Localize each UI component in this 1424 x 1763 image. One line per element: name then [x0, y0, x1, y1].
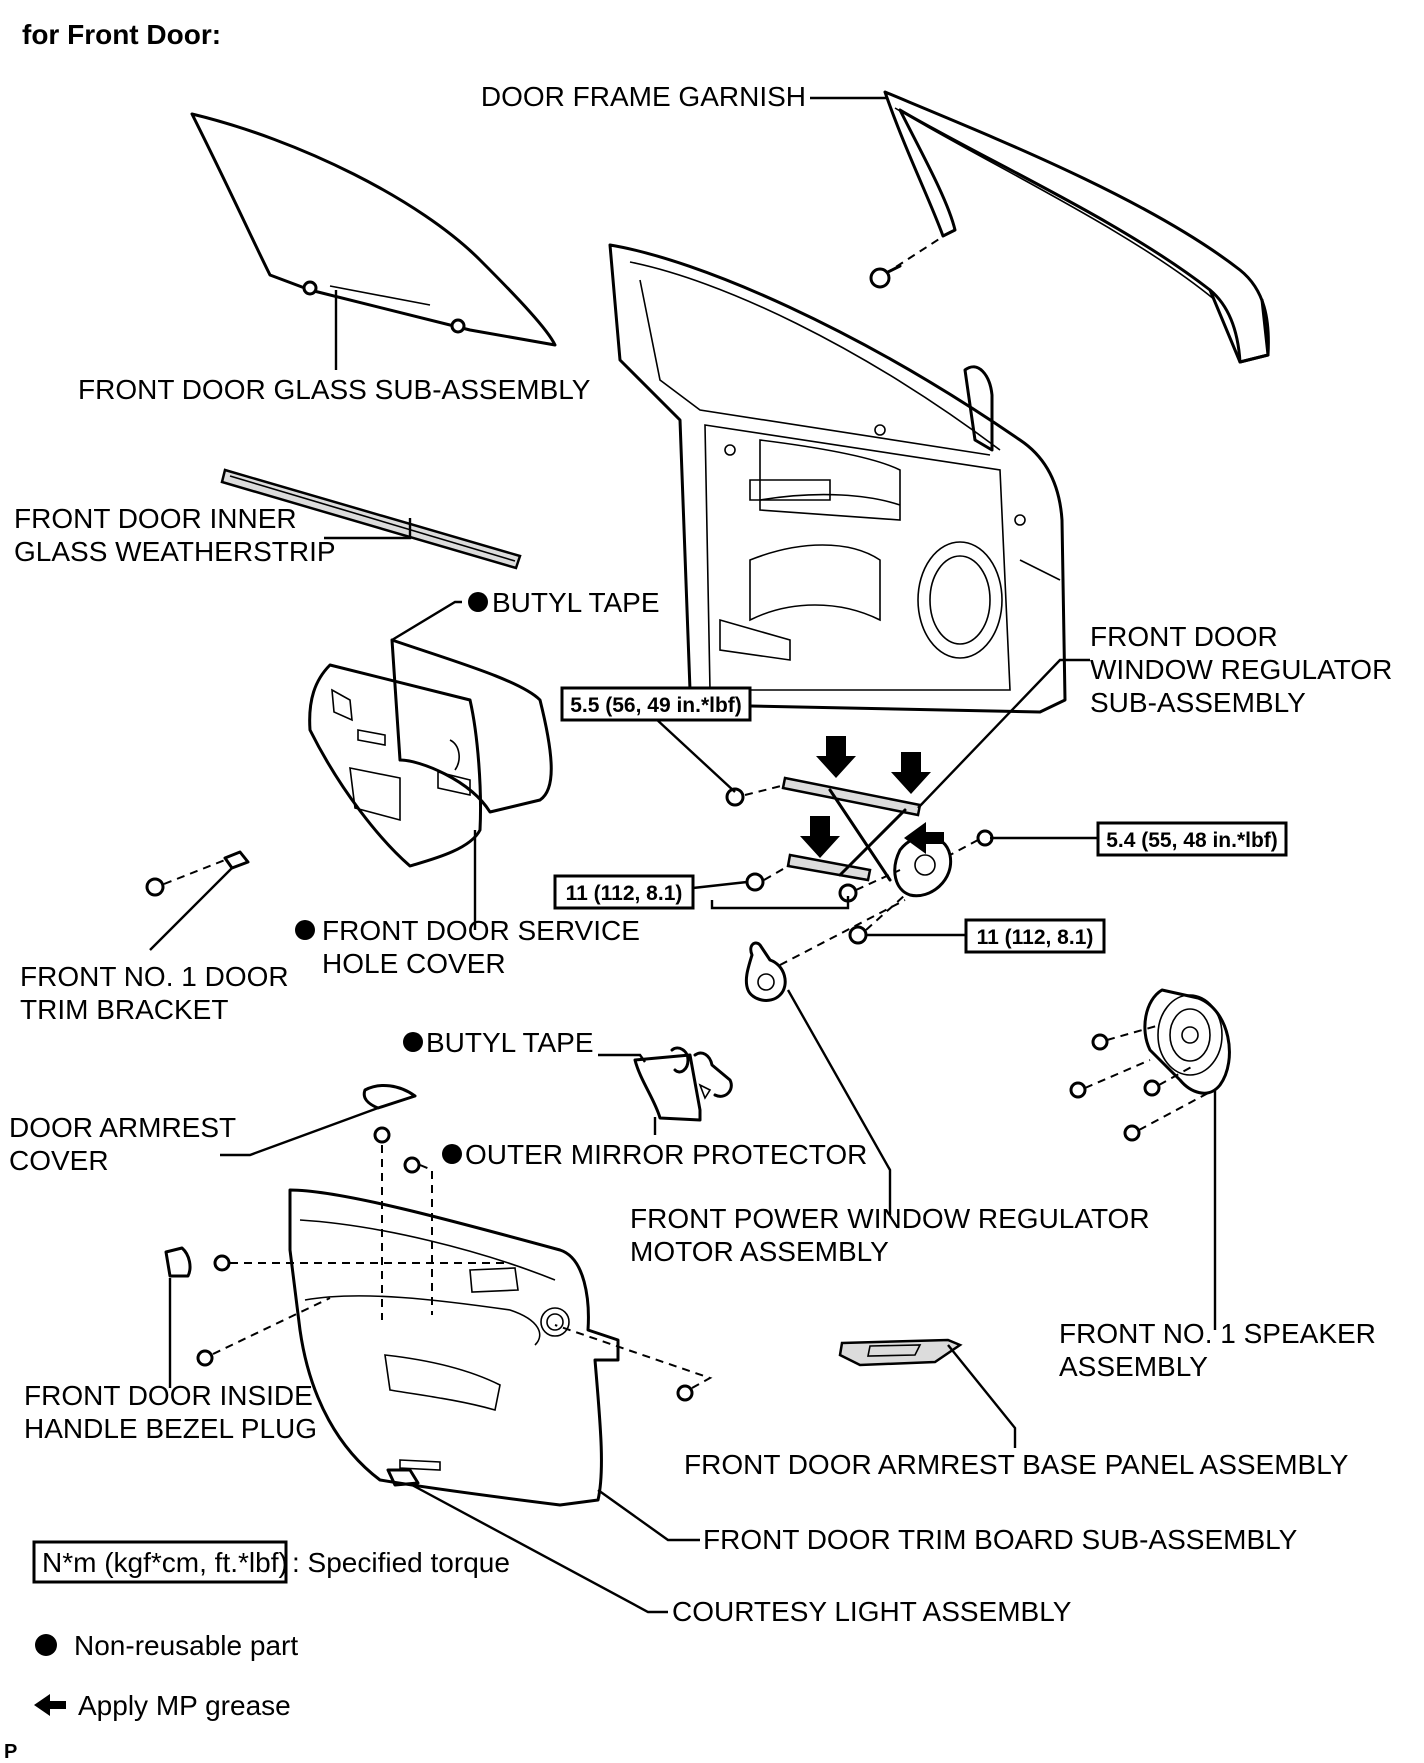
torque-spec-t1: 5.5 (56, 49 in.*lbf)	[560, 686, 752, 722]
label-trim-bracket-line1: FRONT NO. 1 DOOR	[20, 961, 289, 992]
window-regulator-part	[781, 776, 953, 898]
label-service-cover-line1: FRONT DOOR SERVICE	[322, 915, 640, 946]
label-butyl-tape-top: BUTYL TAPE	[492, 587, 660, 618]
courtesy-light-part	[386, 1468, 420, 1487]
label-regulator-line2: WINDOW REGULATOR	[1090, 654, 1392, 685]
label-butyl-tape-mid: BUTYL TAPE	[426, 1027, 594, 1058]
label-armrest-cover-line1: DOOR ARMREST	[9, 1112, 236, 1143]
svg-text:5.4 (55, 48 in.*lbf): 5.4 (55, 48 in.*lbf)	[1106, 829, 1278, 852]
inner-glass-weatherstrip-part	[220, 468, 522, 570]
screw-icon	[676, 1384, 694, 1402]
screw-icon	[213, 1254, 231, 1272]
bolt-icon	[745, 872, 765, 892]
nonreusable-dot-icon	[403, 1032, 423, 1052]
door-frame-garnish-part	[883, 90, 1270, 364]
svg-text:11 (112, 8.1): 11 (112, 8.1)	[566, 882, 683, 905]
label-regulator-line3: SUB-ASSEMBLY	[1090, 687, 1306, 718]
label-mirror-protector: OUTER MIRROR PROTECTOR	[465, 1139, 867, 1170]
legend-nonreusable-text: Non-reusable part	[74, 1630, 298, 1661]
grease-arrow-icon	[891, 752, 931, 794]
torque-spec-t3: 11 (112, 8.1)	[553, 874, 695, 910]
label-inner-weatherstrip-line1: FRONT DOOR INNER	[14, 503, 297, 534]
clip-icon	[403, 1156, 421, 1174]
legend-torque-units: N*m (kgf*cm, ft.*lbf)	[42, 1547, 288, 1578]
corner-mark: P	[4, 1741, 17, 1763]
outer-mirror-protector-part	[633, 1046, 733, 1122]
screw-icon	[1143, 1079, 1161, 1097]
legend-torque-box	[32, 1540, 288, 1584]
label-courtesy-light: COURTESY LIGHT ASSEMBLY	[672, 1596, 1072, 1627]
diagram-heading: for Front Door:	[22, 19, 221, 50]
screw-icon	[1123, 1124, 1141, 1142]
label-motor-line1: FRONT POWER WINDOW REGULATOR	[630, 1203, 1150, 1234]
label-speaker-line1: FRONT NO. 1 SPEAKER	[1059, 1318, 1376, 1349]
label-bezel-plug-line1: FRONT DOOR INSIDE	[24, 1380, 313, 1411]
bolt-icon	[976, 829, 994, 847]
label-speaker-line2: ASSEMBLY	[1059, 1351, 1208, 1382]
label-armrest-cover-line2: COVER	[9, 1145, 109, 1176]
grease-arrow-icon	[816, 736, 856, 778]
label-door-frame-garnish: DOOR FRAME GARNISH	[481, 81, 806, 112]
screw-icon	[1091, 1033, 1109, 1051]
inside-handle-bezel-plug-part	[164, 1246, 192, 1278]
armrest-base-panel-part	[838, 1338, 963, 1367]
legend-grease-text: Apply MP grease	[78, 1690, 291, 1721]
front-door-glass-part	[190, 112, 557, 347]
label-inner-weatherstrip-line2: GLASS WEATHERSTRIP	[14, 536, 336, 567]
label-front-door-glass: FRONT DOOR GLASS SUB-ASSEMBLY	[78, 374, 591, 405]
trim-bracket-part	[145, 850, 250, 897]
svg-text:5.5 (56, 49 in.*lbf): 5.5 (56, 49 in.*lbf)	[570, 694, 742, 717]
label-trim-board: FRONT DOOR TRIM BOARD SUB-ASSEMBLY	[703, 1524, 1298, 1555]
torque-spec-t4: 11 (112, 8.1)	[964, 918, 1106, 954]
label-trim-bracket-line2: TRIM BRACKET	[20, 994, 228, 1025]
nonreusable-dot-icon	[468, 592, 488, 612]
label-service-cover-line2: HOLE COVER	[322, 948, 506, 979]
nonreusable-dot-icon	[442, 1144, 462, 1164]
front-door-panel-part	[608, 243, 1067, 714]
grease-arrow-icon	[800, 816, 840, 858]
screw-icon	[196, 1349, 214, 1367]
clip-icon	[869, 264, 902, 289]
torque-spec-t2: 5.4 (55, 48 in.*lbf)	[1096, 821, 1288, 857]
window-motor-part	[744, 941, 787, 1002]
armrest-cover-part	[362, 1083, 417, 1110]
svg-text:11 (112, 8.1): 11 (112, 8.1)	[977, 926, 1094, 949]
nonreusable-dot-icon	[295, 920, 315, 940]
screw-icon	[373, 1126, 391, 1144]
legend-torque-text: : Specified torque	[292, 1547, 510, 1578]
grease-arrow-icon	[34, 1694, 66, 1716]
screw-icon	[1069, 1081, 1087, 1099]
label-motor-line2: MOTOR ASSEMBLY	[630, 1236, 889, 1267]
legend: N*m (kgf*cm, ft.*lbf) : Specified torque…	[32, 1540, 510, 1721]
nonreusable-dot-icon	[35, 1634, 57, 1656]
bolt-icon	[848, 925, 868, 945]
grease-arrow-icon	[904, 822, 944, 854]
label-regulator-line1: FRONT DOOR	[1090, 621, 1278, 652]
speaker-part	[1143, 988, 1231, 1095]
service-hole-cover-part	[308, 638, 553, 868]
bolt-icon	[725, 787, 745, 807]
label-armrest-base-panel: FRONT DOOR ARMREST BASE PANEL ASSEMBLY	[684, 1449, 1349, 1480]
label-bezel-plug-line2: HANDLE BEZEL PLUG	[24, 1413, 317, 1444]
door-trim-board-part	[288, 1188, 620, 1507]
